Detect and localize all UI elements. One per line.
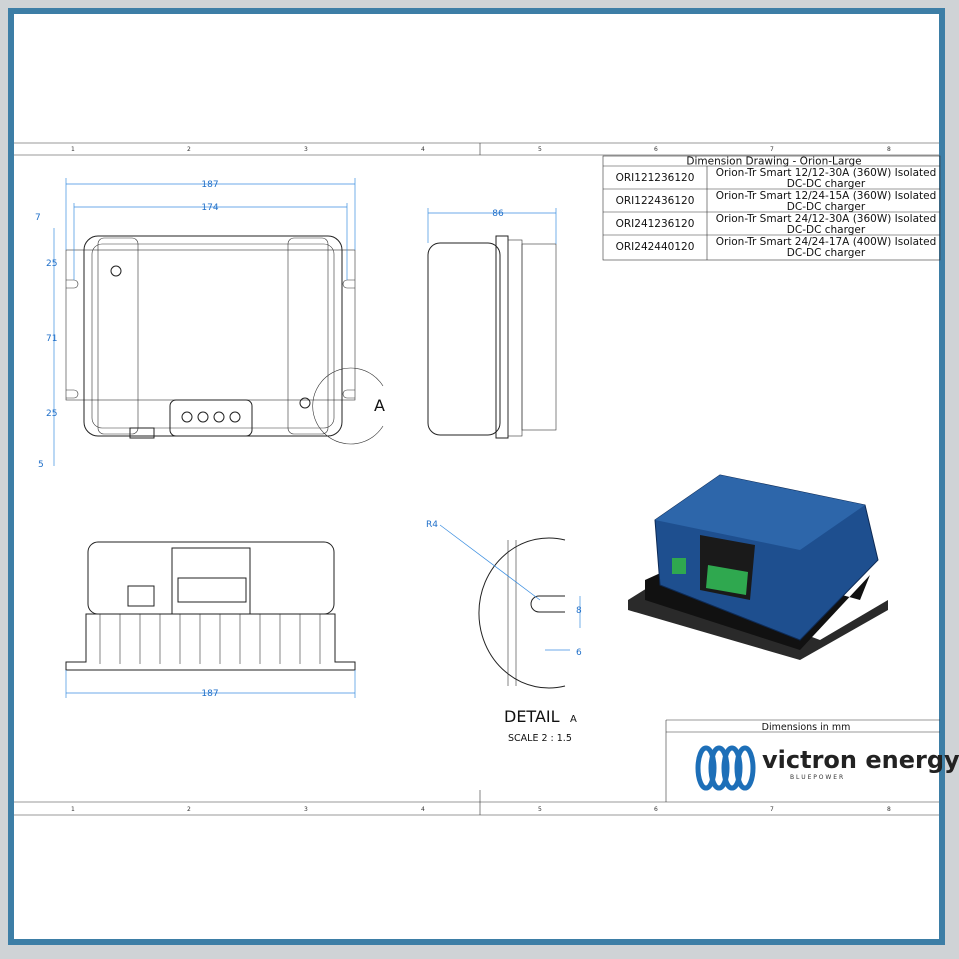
detail-title-marker: A — [570, 714, 577, 725]
zone-label: 8 — [887, 806, 891, 813]
bottom-view: 187 — [65, 541, 356, 699]
zone-strip-top: 1 2 3 4 5 6 7 8 — [14, 142, 939, 156]
victron-logo-icon — [695, 745, 756, 791]
zone-label: 4 — [421, 146, 425, 153]
product-code: ORI121236120 — [616, 172, 695, 184]
dimension-hole-spacing: 174 — [201, 203, 218, 213]
product-code: ORI242440120 — [616, 241, 695, 253]
dimension-slot-depth: 6 — [576, 648, 582, 658]
drawing-sheet — [14, 14, 939, 939]
zone-label: 7 — [770, 806, 774, 813]
product-name: DC-DC charger — [787, 201, 866, 213]
front-view-dimensions: 187 174 7 25 71 25 5 A — [35, 178, 385, 470]
zone-label: 4 — [421, 806, 425, 813]
front-view — [65, 235, 384, 445]
detail-title: DETAIL — [504, 707, 560, 726]
zone-label: 6 — [654, 806, 658, 813]
brand-name: victron energy — [762, 746, 959, 774]
zone-label: 2 — [187, 806, 191, 813]
zone-label: 8 — [887, 146, 891, 153]
zone-label: 6 — [654, 146, 658, 153]
dimension-slot-spacing: 71 — [46, 334, 57, 344]
dimension-slot-height: 8 — [576, 606, 582, 616]
product-code: ORI122436120 — [616, 195, 695, 207]
dimension-top-margin: 25 — [46, 259, 57, 269]
zone-strip-bottom: 1 2 3 4 5 6 7 8 — [14, 790, 939, 816]
product-name: DC-DC charger — [787, 247, 866, 259]
detail-a-view: R4 8 6 DETAIL A SCALE 2 : 1.5 — [426, 520, 582, 744]
dimension-overall-width: 187 — [201, 180, 218, 190]
product-name: DC-DC charger — [787, 224, 866, 236]
product-code: ORI241236120 — [616, 218, 695, 230]
product-name: Orion-Tr Smart 24/24-17A (400W) Isolated — [716, 236, 937, 248]
product-name: Orion-Tr Smart 12/12-30A (360W) Isolated — [716, 167, 937, 179]
title-block: Dimensions in mm victron energy B L U E … — [665, 719, 959, 802]
zone-label: 5 — [538, 146, 542, 153]
zone-label: 1 — [71, 806, 75, 813]
side-view: 86 — [427, 208, 557, 439]
dimension-bottom-offset: 5 — [38, 460, 44, 470]
product-name: Orion-Tr Smart 24/12-30A (360W) Isolated — [716, 213, 937, 225]
zone-label: 1 — [71, 146, 75, 153]
dimension-radius: R4 — [426, 520, 438, 530]
brand-tagline: B L U E P O W E R — [790, 774, 843, 781]
zone-label: 2 — [187, 146, 191, 153]
product-3d-render — [628, 474, 888, 660]
dimension-depth: 86 — [492, 209, 504, 219]
product-name: Orion-Tr Smart 12/24-15A (360W) Isolated — [716, 190, 937, 202]
dimension-bottom-width: 187 — [201, 689, 218, 699]
table-title: Dimension Drawing - Orion-Large — [686, 156, 861, 168]
zone-label: 3 — [304, 806, 308, 813]
detail-marker: A — [374, 396, 385, 415]
product-table: Dimension Drawing - Orion-Large ORI12123… — [602, 156, 941, 261]
zone-label: 7 — [770, 146, 774, 153]
detail-scale: SCALE 2 : 1.5 — [508, 733, 572, 744]
zone-label: 3 — [304, 146, 308, 153]
zone-label: 5 — [538, 806, 542, 813]
dimension-bottom-margin: 25 — [46, 409, 57, 419]
units-note: Dimensions in mm — [762, 722, 851, 733]
dimension-top-offset: 7 — [35, 213, 41, 223]
product-name: DC-DC charger — [787, 178, 866, 190]
